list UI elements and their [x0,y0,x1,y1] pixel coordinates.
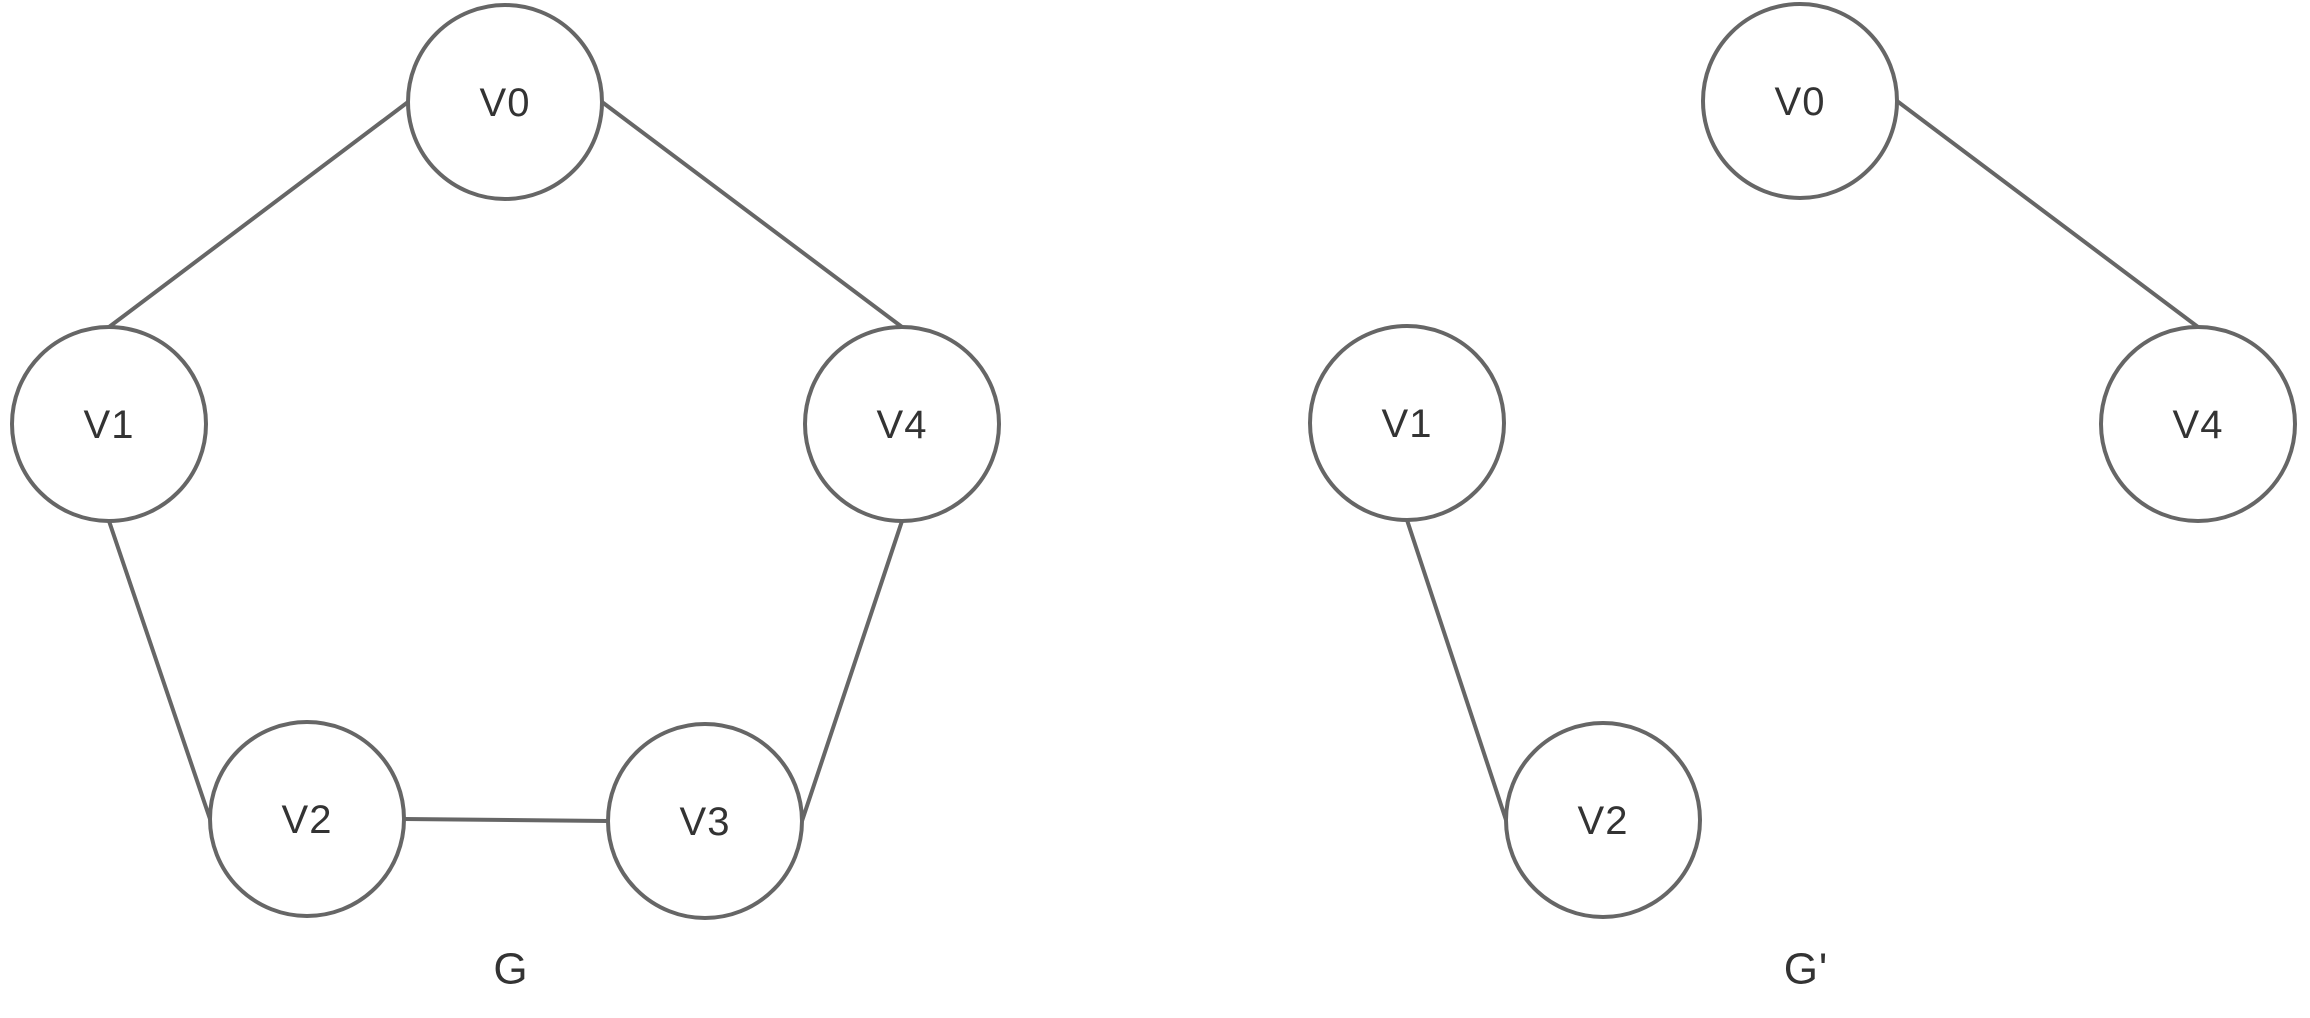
node-G-V1: V1 [10,325,208,523]
edge-G-V2-V3 [403,817,609,823]
node-G-prime-V4: V4 [2099,325,2297,523]
edge-G-prime-V1-V2 [1405,519,1508,821]
node-G-prime-V1: V1 [1308,324,1506,522]
node-label: V1 [1382,402,1433,446]
edge-G-V0-V4 [600,100,904,329]
node-circle [208,720,406,918]
node-G-prime-V0: V0 [1701,2,1899,200]
node-G-V3: V3 [606,722,804,920]
node-label: V0 [1775,80,1826,124]
node-label: V0 [480,81,531,125]
node-circle [1504,721,1702,919]
node-label: V2 [1578,799,1629,843]
node-circle [10,325,208,523]
edge-G-V0-V1 [107,100,410,329]
edge-G-V3-V4 [800,520,904,822]
node-circle [1701,2,1899,200]
node-label: V1 [84,403,135,447]
node-label: V2 [282,798,333,842]
node-circle [406,3,604,201]
node-circle [606,722,804,920]
node-label: V4 [2173,403,2224,447]
node-circle [2099,325,2297,523]
graph-label-G-prime: G' [1784,944,1829,993]
node-G-prime-V2: V2 [1504,721,1702,919]
node-label: V3 [680,800,731,844]
node-G-V0: V0 [406,3,604,201]
edge-G-prime-V0-V4 [1895,99,2200,329]
node-G-V2: V2 [208,720,406,918]
graph-label-G: G [493,944,528,993]
node-G-V4: V4 [803,325,1001,523]
node-label: V4 [877,403,928,447]
node-circle [803,325,1001,523]
node-circle [1308,324,1506,522]
edge-G-V1-V2 [107,520,212,820]
